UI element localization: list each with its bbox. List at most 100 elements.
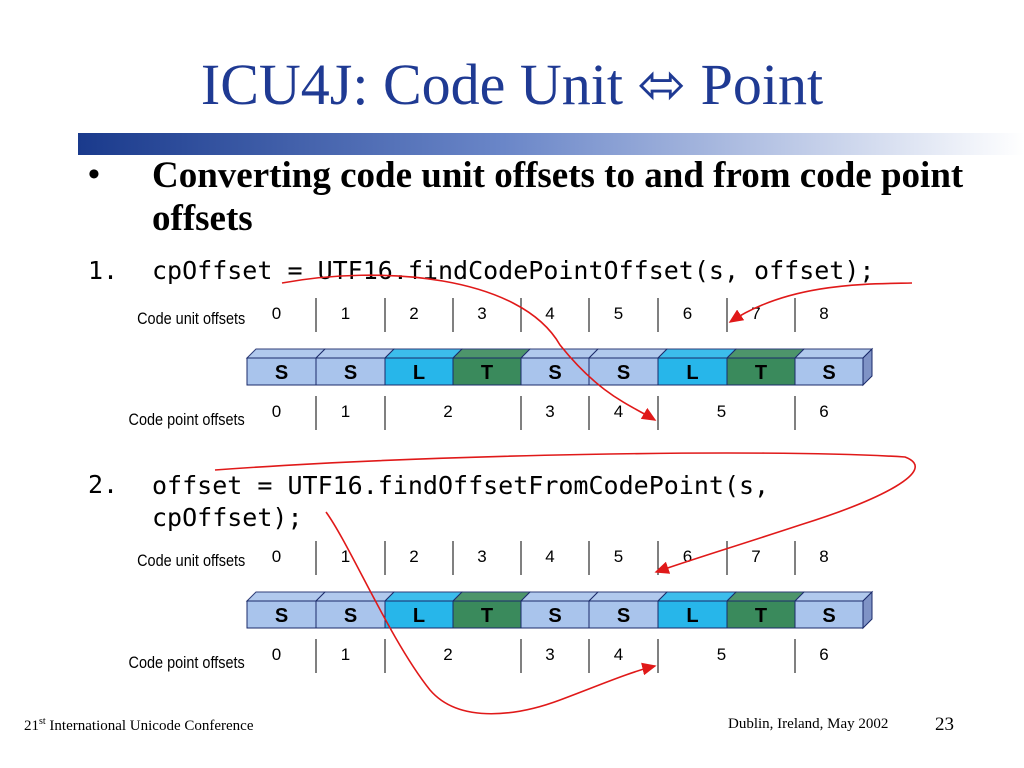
code-point-offset-label: 3 (545, 645, 554, 664)
cell-trail (452, 600, 522, 629)
cell-label: T (755, 605, 767, 627)
footer-location-date: Dublin, Ireland, May 2002 (728, 716, 889, 732)
cell-lead (657, 357, 728, 386)
red-annotation-arrow (325, 511, 657, 715)
code-point-offset-label: 3 (545, 402, 554, 421)
code-unit-offset-label: 0 (272, 547, 281, 566)
footer-conference-name: International Unicode Conference (45, 718, 254, 734)
cell-top (245, 348, 327, 359)
code-item2-line1: offset = UTF16.findOffsetFromCodePoint(s… (152, 471, 770, 500)
cell-label: S (275, 362, 288, 384)
bullet-symbol: • (88, 156, 100, 193)
cell-top (793, 591, 874, 602)
code-unit-offset-label: 2 (409, 304, 418, 323)
cell-top (451, 591, 532, 602)
diagram2-code-point-label: Code point offsets (128, 653, 245, 672)
cell-single (520, 600, 590, 629)
code-unit-offset-label: 4 (545, 304, 554, 323)
cell-label: S (548, 362, 561, 384)
cell-top (314, 348, 396, 359)
code-item2-number: 2. (88, 470, 119, 499)
slide-title: ICU4J: Code Unit ⬄ Point (200, 52, 824, 117)
red-annotation-arrow (214, 452, 916, 574)
diagram2-code-unit-label: Code unit offsets (136, 551, 245, 570)
cell-top (587, 591, 669, 602)
cell-label: S (275, 605, 288, 627)
cell-label: S (822, 605, 835, 627)
cell-single (794, 357, 864, 386)
cell-label: S (617, 605, 630, 627)
cell-top (587, 348, 669, 359)
cell-top (793, 348, 874, 359)
code-unit-offset-label: 5 (614, 547, 623, 566)
code-point-offset-label: 1 (341, 645, 350, 664)
cell-label: S (344, 362, 357, 384)
code-point-offset-label: 5 (717, 402, 726, 421)
code-unit-offset-label: 3 (477, 304, 486, 323)
cell-label: S (548, 605, 561, 627)
cell-top (519, 348, 600, 359)
cell-single (246, 357, 317, 386)
code-item2: offset = UTF16.findOffsetFromCodePoint(s… (152, 470, 769, 534)
code-unit-offset-label: 8 (819, 304, 828, 323)
cell-label: T (481, 605, 493, 627)
cell-single (588, 600, 659, 629)
code-unit-offset-label: 8 (819, 547, 828, 566)
code-point-offset-label: 4 (614, 645, 623, 664)
code-unit-offset-label: 1 (341, 547, 350, 566)
code-unit-offset-label: 6 (683, 547, 692, 566)
code-point-offset-label: 0 (272, 402, 281, 421)
cell-side (862, 347, 873, 387)
cell-top (725, 591, 806, 602)
code-unit-offset-label: 0 (272, 304, 281, 323)
code-point-offset-label: 2 (443, 402, 452, 421)
footer-conference-ordinal: st (39, 716, 46, 727)
cell-label: L (686, 362, 698, 384)
cell-lead (657, 600, 728, 629)
red-annotation-arrow (728, 282, 913, 323)
code-unit-offset-label: 2 (409, 547, 418, 566)
footer-conference: 21st International Unicode Conference (24, 716, 254, 735)
cell-label: S (617, 362, 630, 384)
code-point-offset-label: 6 (819, 645, 828, 664)
bullet-text: Converting code unit offsets to and from… (152, 155, 964, 239)
code-unit-offset-label: 5 (614, 304, 623, 323)
cell-top (656, 348, 738, 359)
cell-trail (452, 357, 522, 386)
cell-top (656, 591, 738, 602)
cell-top (519, 591, 600, 602)
cell-single (520, 357, 590, 386)
cell-single (315, 357, 386, 386)
cell-top (383, 591, 464, 602)
footer-conference-number: 21 (24, 718, 39, 734)
cell-top (245, 591, 327, 602)
cell-lead (384, 600, 454, 629)
code-point-offset-label: 2 (443, 645, 452, 664)
cell-trail (726, 357, 796, 386)
cell-single (315, 600, 386, 629)
cell-label: L (413, 605, 425, 627)
diagram1-code-point-label: Code point offsets (128, 410, 245, 429)
code-unit-offset-label: 6 (683, 304, 692, 323)
code-unit-offset-label: 1 (341, 304, 350, 323)
code-point-offset-label: 4 (614, 402, 623, 421)
code-item2-line2: cpOffset); (152, 503, 303, 532)
code-item1-line: cpOffset = UTF16.findCodePointOffset(s, … (152, 256, 875, 285)
cell-label: T (481, 362, 493, 384)
cell-label: L (686, 605, 698, 627)
cell-label: L (413, 362, 425, 384)
cell-single (588, 357, 659, 386)
code-unit-offset-label: 7 (751, 547, 760, 566)
page-number: 23 (935, 714, 954, 735)
code-point-offset-label: 1 (341, 402, 350, 421)
code-item1-number: 1. (88, 256, 119, 285)
cell-top (314, 591, 396, 602)
cell-lead (384, 357, 454, 386)
cell-label: S (822, 362, 835, 384)
cell-label: T (755, 362, 767, 384)
code-unit-offset-label: 4 (545, 547, 554, 566)
cell-label: S (344, 605, 357, 627)
cell-top (451, 348, 532, 359)
diagram1-code-unit-label: Code unit offsets (136, 309, 245, 328)
